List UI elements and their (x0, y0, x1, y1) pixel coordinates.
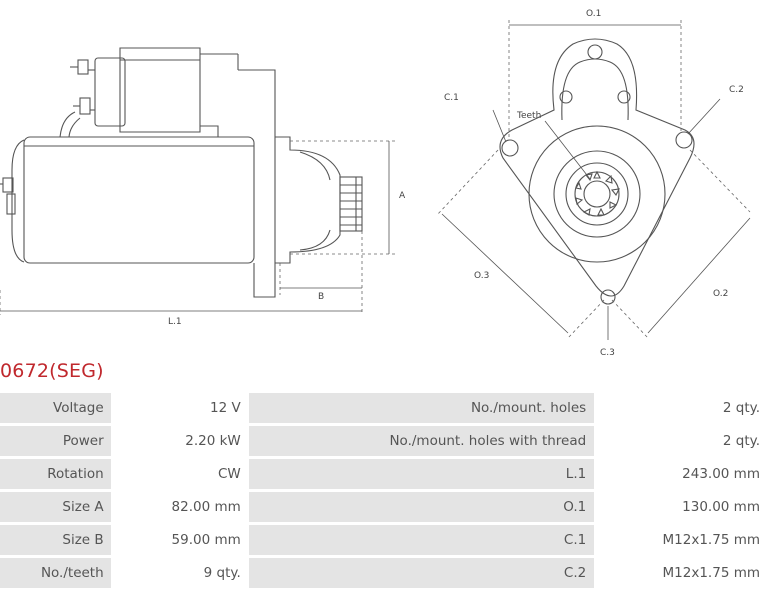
table-row: Size B 59.00 mm C.1 M12x1.75 mm (0, 525, 760, 555)
spec-value-2: M12x1.75 mm (594, 558, 760, 588)
spec-value: 59.00 mm (110, 525, 249, 555)
spec-label-2: No./mount. holes (248, 393, 595, 423)
dim-l1-label: L.1 (168, 317, 182, 327)
table-row: Voltage 12 V No./mount. holes 2 qty. (0, 393, 760, 423)
dim-b-label: B (318, 292, 324, 302)
spec-label-2: C.1 (248, 525, 595, 555)
spec-label-2: L.1 (248, 459, 595, 489)
table-row: No./teeth 9 qty. C.2 M12x1.75 mm (0, 558, 760, 588)
spec-label-2: No./mount. holes with thread (248, 426, 595, 456)
spec-value: 9 qty. (110, 558, 249, 588)
front-view (499, 38, 695, 305)
spec-value-2: 2 qty. (594, 426, 760, 456)
spec-label: Rotation (0, 459, 111, 489)
spec-label: Voltage (0, 393, 111, 423)
side-view (0, 47, 363, 298)
spec-value-2: 130.00 mm (594, 492, 760, 522)
part-title: 0672(SEG) (0, 360, 104, 382)
spec-label: Power (0, 426, 111, 456)
dim-o2-label: O.2 (713, 289, 728, 299)
spec-table: Voltage 12 V No./mount. holes 2 qty. Pow… (0, 390, 760, 591)
table-row: Power 2.20 kW No./mount. holes with thre… (0, 426, 760, 456)
starter-motor-drawing: A B L.1 O.1 O.2 O.3 C.1 C.2 C.3 Teeth (0, 9, 751, 358)
dim-c1-label: C.1 (444, 93, 459, 103)
dim-o1-label: O.1 (586, 9, 601, 19)
dim-o3-label: O.3 (474, 271, 489, 281)
spec-value: 2.20 kW (110, 426, 249, 456)
table-row: Size A 82.00 mm O.1 130.00 mm (0, 492, 760, 522)
spec-value-2: M12x1.75 mm (594, 525, 760, 555)
spec-label-2: O.1 (248, 492, 595, 522)
spec-label-2: C.2 (248, 558, 595, 588)
teeth-label: Teeth (516, 111, 541, 121)
spec-label: No./teeth (0, 558, 111, 588)
table-row: Rotation CW L.1 243.00 mm (0, 459, 760, 489)
spec-value-2: 2 qty. (594, 393, 760, 423)
spec-label: Size A (0, 492, 111, 522)
dim-a-label: A (399, 191, 406, 201)
spec-label: Size B (0, 525, 111, 555)
spec-value: 82.00 mm (110, 492, 249, 522)
dim-c3-label: C.3 (600, 348, 615, 358)
spec-value-2: 243.00 mm (594, 459, 760, 489)
spec-value: 12 V (110, 393, 249, 423)
dim-c2-label: C.2 (729, 85, 744, 95)
spec-value: CW (110, 459, 249, 489)
